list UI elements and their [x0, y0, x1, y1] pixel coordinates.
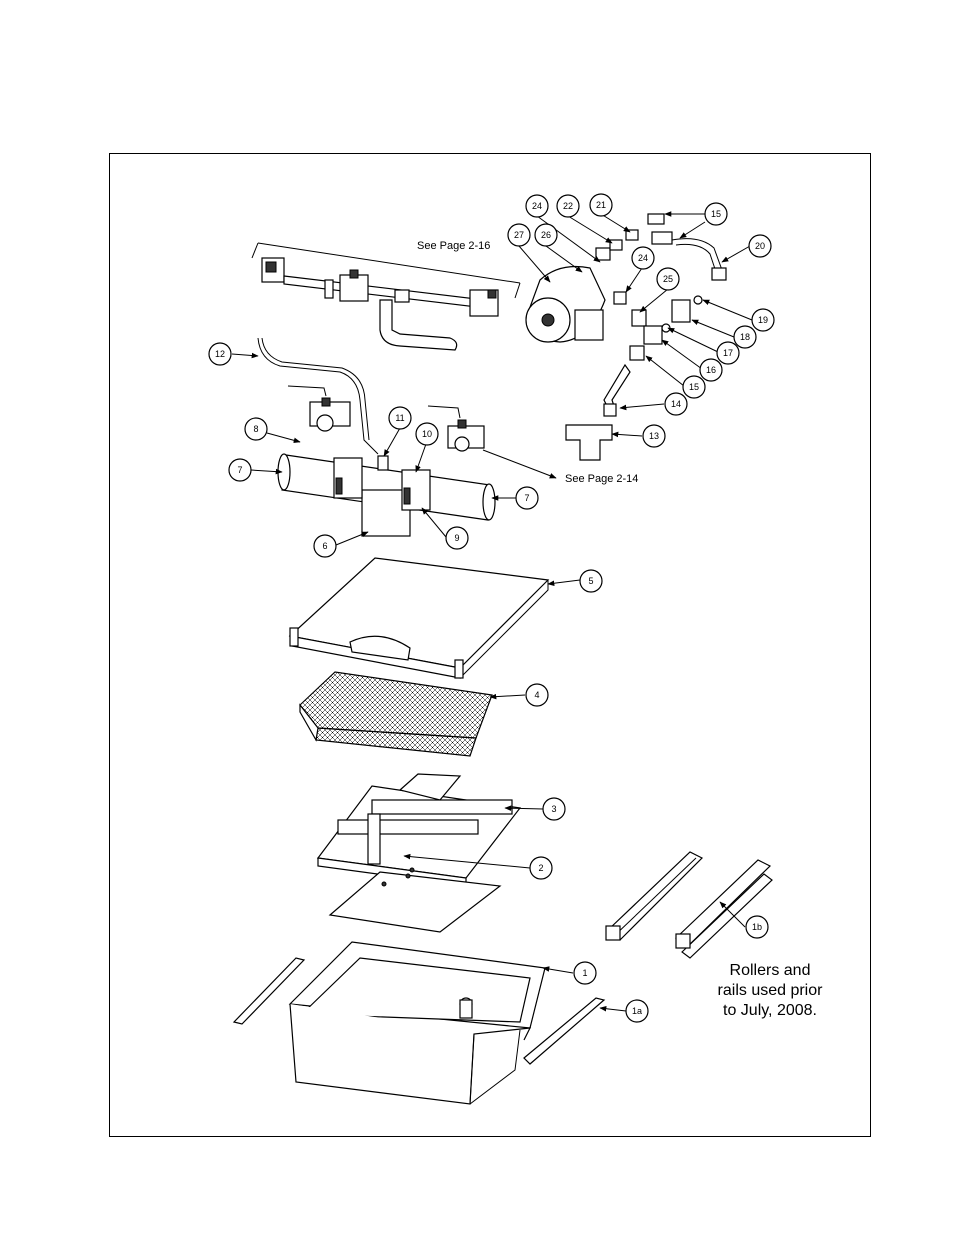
- callout-15-top: 15: [704, 202, 728, 226]
- pump-motor-assembly: [525, 213, 727, 461]
- callout-label: 24: [532, 201, 542, 211]
- legacy-rollers-and-rails: [605, 851, 773, 959]
- callout-7-left: 7: [228, 458, 252, 482]
- callout-7-right: 7: [515, 486, 539, 510]
- callout-label: 12: [215, 349, 225, 359]
- callout-18: 18: [733, 325, 757, 349]
- callout-label: 3: [551, 804, 556, 814]
- callout-label: 26: [541, 230, 551, 240]
- callout-27: 27: [507, 223, 531, 247]
- callout-1a: 1a: [625, 999, 649, 1023]
- callout-14: 14: [664, 392, 688, 416]
- callout-25: 25: [656, 267, 680, 291]
- callout-21: 21: [589, 193, 613, 217]
- filter-pan: [288, 941, 546, 1105]
- callout-label: 11: [395, 413, 404, 423]
- callout-label: 18: [740, 332, 750, 342]
- callout-label: 6: [322, 541, 327, 551]
- callout-label: 27: [514, 230, 524, 240]
- callout-13: 13: [642, 424, 666, 448]
- callout-15-bottom: 15: [682, 375, 706, 399]
- callouts: 24 22 21 15 27 26 20 24 25 19 18 17 16 1…: [208, 193, 775, 1023]
- see-page-2-14-label: See Page 2-14: [565, 473, 638, 485]
- callout-label: 1a: [632, 1006, 642, 1016]
- filter-frame: [316, 773, 522, 887]
- basket-support-tray: [288, 557, 550, 679]
- callout-1b: 1b: [745, 915, 769, 939]
- callout-label: 8: [253, 424, 258, 434]
- callout-label: 25: [663, 274, 673, 284]
- leader-lines: [231, 211, 753, 1012]
- callout-24-lower: 24: [631, 246, 655, 270]
- callout-1: 1: [573, 961, 597, 985]
- drain-valve-right: [427, 405, 485, 452]
- filter-paper: [328, 871, 502, 933]
- callout-label: 5: [588, 576, 593, 586]
- callout-2: 2: [529, 856, 553, 880]
- callout-label: 1: [582, 968, 587, 978]
- callout-label: 22: [563, 201, 573, 211]
- callout-24: 24: [525, 194, 549, 218]
- callout-9: 9: [445, 526, 469, 550]
- note-line-2: rails used prior: [717, 982, 823, 999]
- callout-label: 15: [711, 209, 721, 219]
- callout-11: 11: [388, 406, 412, 430]
- callout-8: 8: [244, 417, 268, 441]
- callout-label: 24: [638, 253, 648, 263]
- callout-20: 20: [748, 234, 772, 258]
- drain-tee-assembly: [277, 453, 496, 537]
- callout-12: 12: [208, 342, 232, 366]
- callout-16: 16: [699, 358, 723, 382]
- rollers-rails-note: Rollers and rails used prior to July, 20…: [700, 961, 840, 1021]
- drain-manifold-assembly: [251, 242, 521, 351]
- callout-label: 21: [596, 200, 606, 210]
- callout-22: 22: [556, 194, 580, 218]
- callout-label: 1b: [752, 922, 762, 932]
- callout-label: 2: [538, 863, 543, 873]
- note-line-3: to July, 2008.: [723, 1002, 817, 1019]
- callout-label: 14: [671, 399, 681, 409]
- callout-label: 10: [422, 429, 432, 439]
- filter-basket: [299, 671, 493, 757]
- drain-tube: [257, 337, 379, 455]
- callout-label: 15: [689, 382, 699, 392]
- callout-label: 7: [524, 493, 529, 503]
- callout-17: 17: [716, 341, 740, 365]
- callout-label: 16: [706, 365, 716, 375]
- callout-label: 9: [454, 533, 459, 543]
- callout-4: 4: [525, 683, 549, 707]
- drain-valve-left: [287, 385, 351, 432]
- callout-19: 19: [751, 308, 775, 332]
- pan-rail-left: [232, 957, 306, 1025]
- see-page-2-16-label: See Page 2-16: [417, 240, 490, 252]
- callout-label: 19: [758, 315, 768, 325]
- callout-3: 3: [542, 797, 566, 821]
- callout-label: 4: [534, 690, 539, 700]
- note-line-1: Rollers and: [729, 962, 811, 979]
- callout-label: 7: [237, 465, 242, 475]
- callout-6: 6: [313, 534, 337, 558]
- drain-tube-edge: [261, 337, 370, 441]
- callout-26: 26: [534, 223, 558, 247]
- pan-rail-right: [523, 997, 606, 1065]
- diagram-frame: [109, 153, 871, 1137]
- callout-5: 5: [579, 569, 603, 593]
- callout-10: 10: [415, 422, 439, 446]
- callout-label: 13: [649, 431, 659, 441]
- callout-label: 17: [723, 348, 733, 358]
- callout-label: 20: [755, 241, 765, 251]
